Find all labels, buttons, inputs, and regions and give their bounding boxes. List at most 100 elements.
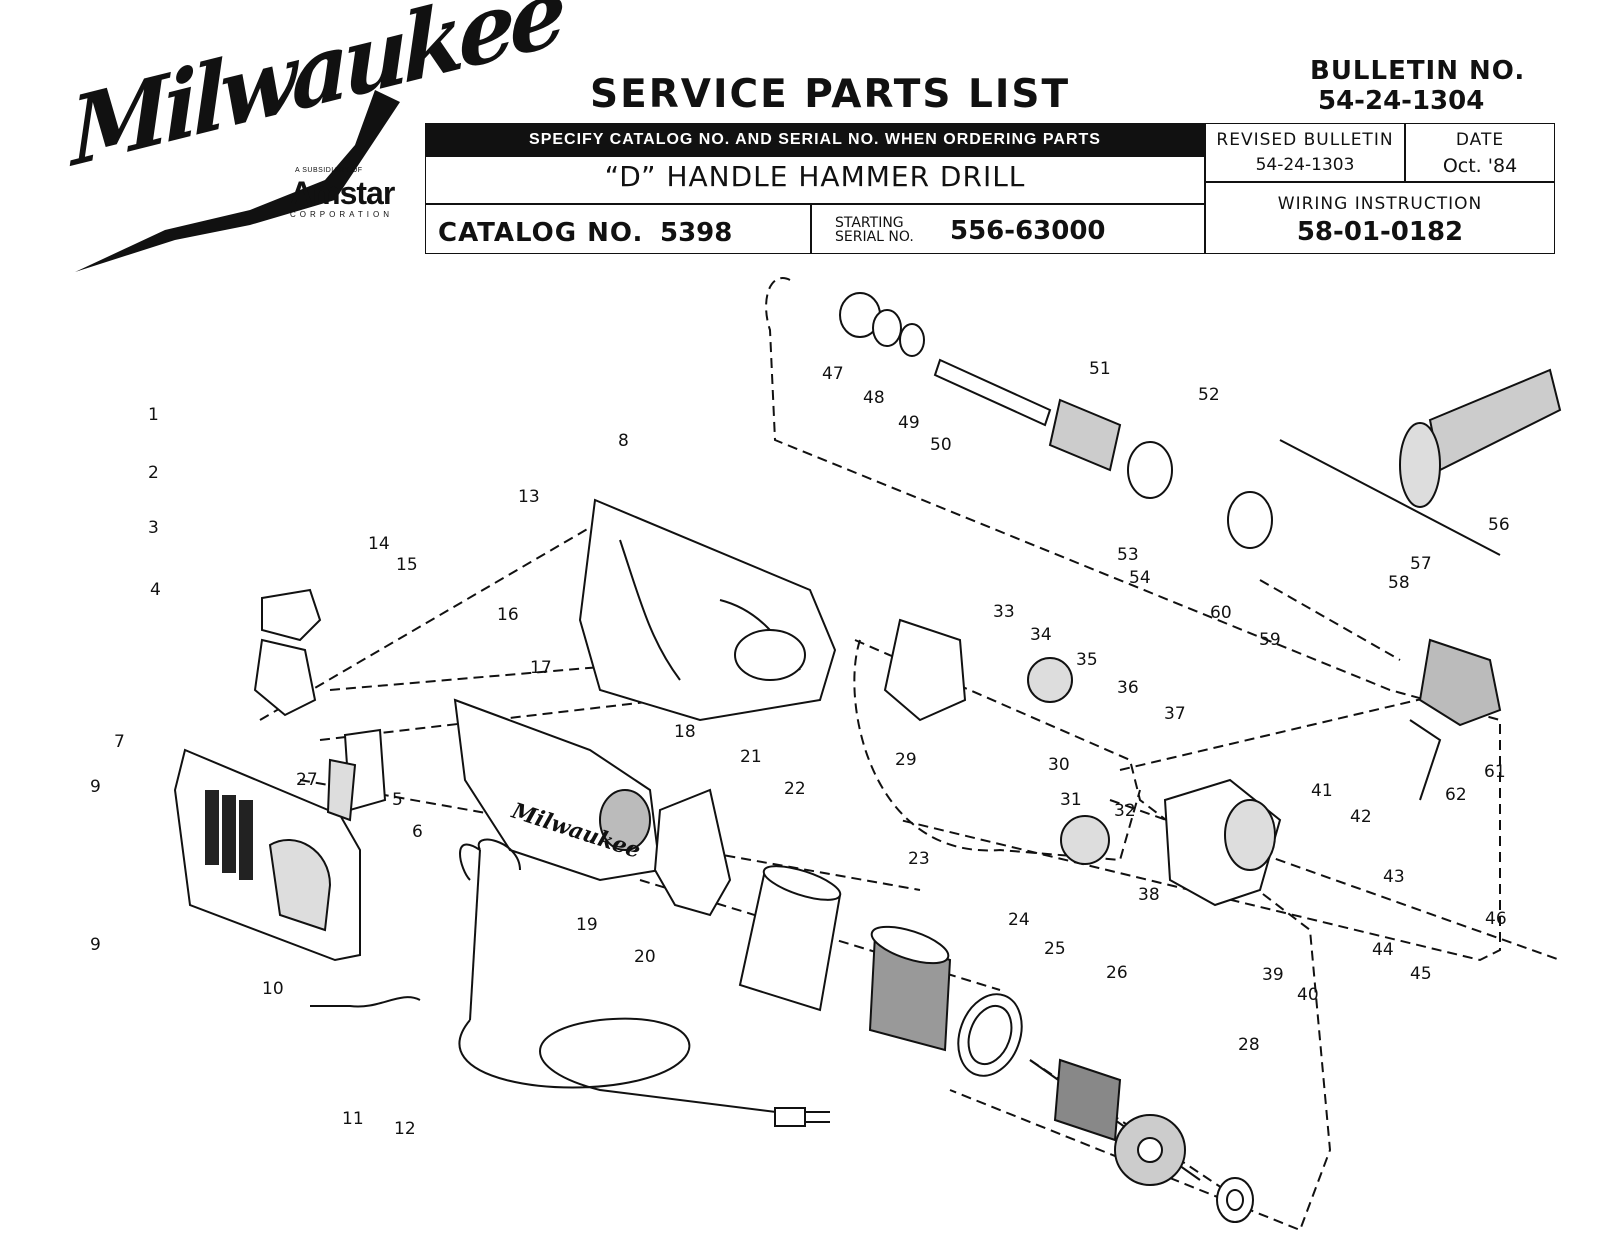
callout-number: 28 [1238, 1035, 1260, 1055]
callout-number: 38 [1138, 885, 1160, 905]
chuck-part [1409, 638, 1502, 801]
callout-number: 60 [1210, 603, 1232, 623]
callout-number: 34 [1030, 625, 1052, 645]
catalog-label: CATALOG NO. [438, 218, 644, 248]
callout-number: 10 [262, 979, 284, 999]
power-cord-part [310, 838, 830, 1127]
callout-number: 42 [1350, 807, 1372, 827]
callout-number: 37 [1164, 704, 1186, 724]
callout-number: 54 [1129, 568, 1151, 588]
grid-divider [1204, 123, 1206, 254]
subsidiary-name: Amstar [290, 175, 395, 211]
serial-number: 556-63000 [950, 216, 1106, 246]
callout-number: 25 [1044, 939, 1066, 959]
bulletin-number: 54-24-1304 [1318, 86, 1485, 116]
callout-number: 4 [150, 580, 161, 600]
callout-number: 26 [1106, 963, 1128, 983]
callout-number: 58 [1388, 573, 1410, 593]
callout-number: 45 [1410, 964, 1432, 984]
lightning-bolt-icon [75, 90, 400, 272]
switch-part [253, 588, 387, 822]
callout-number: 12 [394, 1119, 416, 1139]
side-handle-part [1279, 368, 1562, 556]
date-label: DATE [1455, 130, 1505, 150]
callout-number: 22 [784, 779, 806, 799]
fan-ring-part [957, 993, 1023, 1077]
bearing-part [1216, 1177, 1254, 1223]
callout-number: 24 [1008, 910, 1030, 930]
callout-number: 43 [1383, 867, 1405, 887]
baffle-part [653, 788, 732, 917]
callout-number: 61 [1484, 762, 1506, 782]
callout-number: 9 [90, 777, 101, 797]
callout-number: 39 [1262, 965, 1284, 985]
callout-number: 20 [634, 947, 656, 967]
callout-number: 48 [863, 388, 885, 408]
armature-part [1029, 1058, 1201, 1186]
callout-number: 18 [674, 722, 696, 742]
callout-number: 30 [1048, 755, 1070, 775]
field-part [868, 925, 952, 1052]
gear-case-part [1163, 778, 1282, 907]
grid-divider [810, 203, 812, 254]
serial-label: STARTING SERIAL NO. [835, 216, 914, 244]
milwaukee-logo: Milwaukee A SUBSIDIARY OF Amstar CORPORA… [55, 0, 562, 275]
rear-handle-part [173, 748, 361, 962]
wiring-instruction-label: WIRING INSTRUCTION [1277, 194, 1483, 214]
callout-number: 8 [618, 431, 629, 451]
bulletin-label: BULLETIN NO. [1310, 56, 1526, 86]
field-housing-part: Milwaukee [453, 698, 662, 882]
callout-number: 31 [1060, 790, 1082, 810]
callout-number: 36 [1117, 678, 1139, 698]
callout-number: 21 [740, 747, 762, 767]
callout-number: 52 [1198, 385, 1220, 405]
page-title: SERVICE PARTS LIST [590, 72, 1071, 117]
subsidiary-suffix: CORPORATION [290, 210, 393, 219]
ordering-note-bar: SPECIFY CATALOG NO. AND SERIAL NO. WHEN … [425, 123, 1205, 157]
field-sleeve-part [738, 865, 842, 1012]
catalog-number: 5398 [660, 218, 733, 248]
callout-number: 27 [296, 770, 318, 790]
callout-number: 53 [1117, 545, 1139, 565]
motor-housing-part [578, 498, 837, 722]
callout-number: 50 [930, 435, 952, 455]
callout-number: 56 [1488, 515, 1510, 535]
callout-number: 57 [1410, 554, 1432, 574]
date-value: Oct. '84 [1442, 155, 1518, 177]
product-name: “D” HANDLE HAMMER DRILL [604, 160, 1026, 193]
callout-number: 6 [412, 822, 423, 842]
callout-number: 59 [1259, 630, 1281, 650]
serial-label-line1: STARTING [835, 215, 904, 231]
grid-divider [425, 203, 1205, 205]
callout-number: 41 [1311, 781, 1333, 801]
callout-number: 1 [148, 405, 159, 425]
callout-number: 47 [822, 364, 844, 384]
callout-number: 46 [1485, 909, 1507, 929]
callout-number: 2 [148, 463, 159, 483]
gear-parts [883, 618, 1110, 865]
callout-number: 13 [518, 487, 540, 507]
callout-number: 7 [114, 732, 125, 752]
callout-number: 15 [396, 555, 418, 575]
callout-number: 9 [90, 935, 101, 955]
callout-number: 51 [1089, 359, 1111, 379]
callout-number: 40 [1297, 985, 1319, 1005]
ordering-note: SPECIFY CATALOG NO. AND SERIAL NO. WHEN … [529, 131, 1101, 148]
callout-number: 49 [898, 413, 920, 433]
grid-divider [1204, 181, 1555, 183]
callout-number: 44 [1372, 940, 1394, 960]
callout-number: 14 [368, 534, 390, 554]
revised-bulletin-label: REVISED BULLETIN [1216, 130, 1394, 150]
revised-bulletin-number: 54-24-1303 [1255, 155, 1355, 175]
callout-number: 62 [1445, 785, 1467, 805]
callout-number: 17 [530, 658, 552, 678]
callout-number: 5 [392, 790, 403, 810]
subsidiary-prefix: A SUBSIDIARY OF [295, 167, 363, 174]
callout-number: 19 [576, 915, 598, 935]
serial-label-line2: SERIAL NO. [835, 229, 914, 245]
callout-number: 3 [148, 518, 159, 538]
wiring-instruction-number: 58-01-0182 [1296, 217, 1464, 247]
callout-number: 35 [1076, 650, 1098, 670]
callout-number: 16 [497, 605, 519, 625]
